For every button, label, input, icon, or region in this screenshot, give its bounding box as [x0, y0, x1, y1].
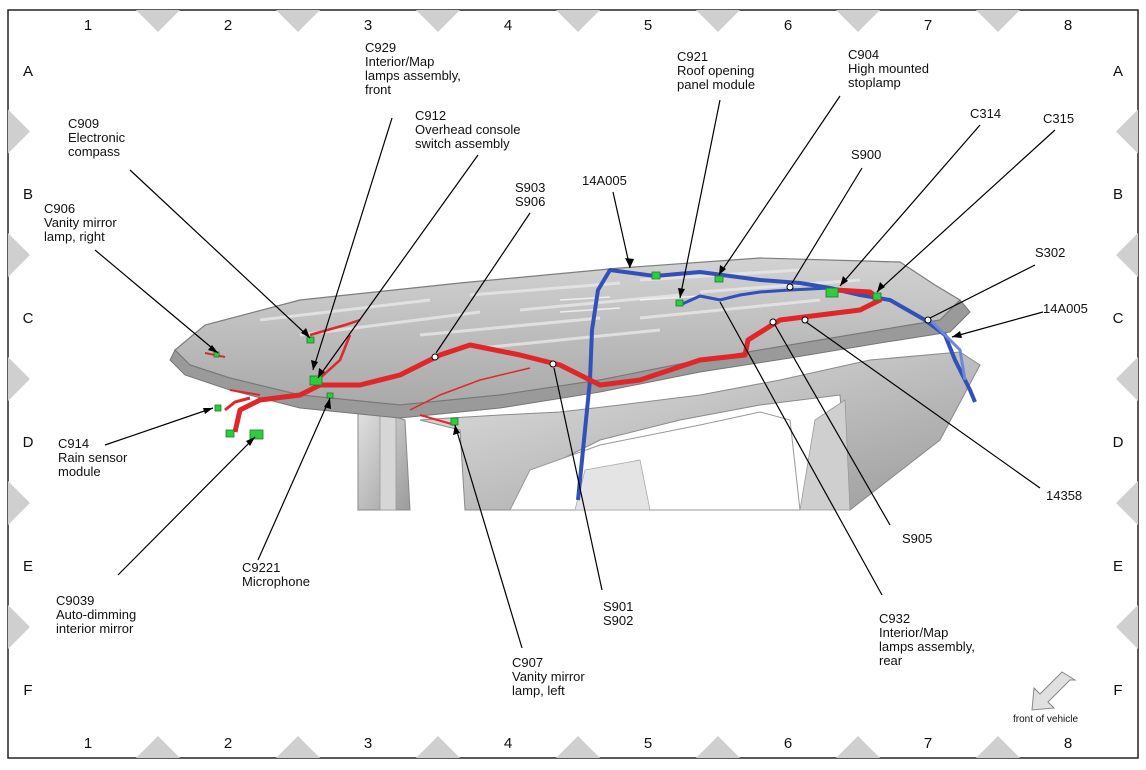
label-c315: C315 [1043, 111, 1074, 126]
border-triangle-right [1116, 605, 1138, 649]
arrowheads [203, 258, 962, 446]
column-label-4-top: 4 [504, 17, 512, 34]
column-label-1-top: 1 [84, 17, 92, 34]
border-triangle-bottom [976, 736, 1020, 758]
row-label-B-left: B [23, 186, 33, 203]
border-triangle-bottom [556, 736, 600, 758]
row-label-D-right: D [1113, 434, 1124, 451]
border-triangle-left [8, 605, 30, 649]
front-of-vehicle-arrow-icon [1031, 671, 1077, 711]
border-triangle-bottom [836, 736, 880, 758]
column-label-8-bottom: 8 [1064, 735, 1072, 752]
row-label-A-right: A [1113, 63, 1123, 80]
label-14a005-right: 14A005 [1043, 301, 1088, 316]
row-label-C-right: C [1113, 310, 1124, 327]
border-triangle-right [1116, 109, 1138, 154]
row-label-A-left: A [23, 63, 33, 80]
label-14358: 14358 [1046, 488, 1082, 503]
border-triangle-bottom [276, 736, 320, 758]
border-triangles [8, 10, 1138, 758]
border-triangle-top [696, 10, 740, 32]
column-label-5-bottom: 5 [644, 735, 652, 752]
column-label-8-top: 8 [1064, 17, 1072, 34]
row-label-E-left: E [23, 558, 33, 575]
column-label-5-top: 5 [644, 17, 652, 34]
column-label-3-top: 3 [364, 17, 372, 34]
border-triangle-top [836, 10, 880, 32]
row-label-B-right: B [1113, 186, 1123, 203]
border-triangle-bottom [136, 736, 180, 758]
border-triangle-left [8, 481, 30, 525]
splice-markers [431, 283, 932, 368]
column-label-6-top: 6 [784, 17, 792, 34]
main-harness-red [204, 287, 883, 433]
leader-lines [94, 95, 1056, 649]
column-label-3-bottom: 3 [364, 735, 372, 752]
border-triangle-right [1116, 481, 1138, 525]
column-label-6-bottom: 6 [784, 735, 792, 752]
border-triangle-top [556, 10, 600, 32]
border-triangle-top [976, 10, 1020, 32]
border-triangle-top [276, 10, 320, 32]
column-label-2-bottom: 2 [224, 735, 232, 752]
column-label-1-bottom: 1 [84, 735, 92, 752]
label-c314: C314 [970, 106, 1001, 121]
border-triangle-right [1116, 233, 1138, 277]
label-s302: S302 [1035, 245, 1065, 260]
border-triangle-left [8, 233, 30, 277]
row-label-F-right: F [1113, 682, 1122, 699]
row-label-D-left: D [23, 434, 34, 451]
label-14a005-top: 14A005 [582, 173, 627, 188]
row-label-E-right: E [1113, 558, 1123, 575]
border-triangle-top [416, 10, 460, 32]
border-triangle-left [8, 357, 30, 401]
row-label-F-left: F [23, 682, 32, 699]
border-triangle-top [136, 10, 180, 32]
front-of-vehicle-label: front of vehicle [1013, 714, 1078, 725]
border-triangle-left [8, 109, 30, 154]
border-triangle-bottom [696, 736, 740, 758]
vehicle-body-illustration [169, 257, 981, 511]
connector-markers [213, 271, 882, 440]
label-s905: S905 [902, 531, 932, 546]
column-label-4-bottom: 4 [504, 735, 512, 752]
border-triangle-right [1116, 357, 1138, 401]
column-label-7-top: 7 [924, 17, 932, 34]
row-label-C-left: C [23, 310, 34, 327]
column-label-2-top: 2 [224, 17, 232, 34]
border-triangle-bottom [416, 736, 460, 758]
label-s900: S900 [851, 147, 881, 162]
column-label-7-bottom: 7 [924, 735, 932, 752]
